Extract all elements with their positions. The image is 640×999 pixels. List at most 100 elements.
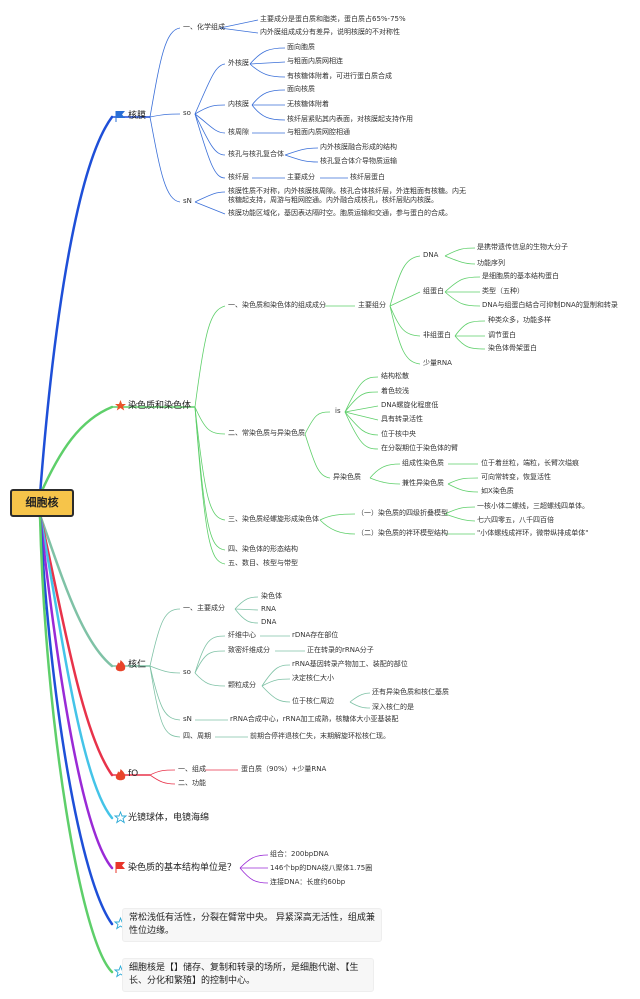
node-chem-2[interactable]: 内外膜组成成分有差异，说明核膜的不对称性 — [260, 28, 400, 36]
topic-nucleus-membrane[interactable]: 核膜 — [128, 111, 147, 121]
node-sn-1[interactable]: 核膜性质不对称，内外核膜核周隙。核孔合体核纤层，外连粗面有核糖。内无 — [228, 187, 466, 195]
node-lamina-1[interactable]: 主要成分 — [287, 173, 315, 181]
node-dna[interactable]: DNA — [423, 251, 439, 259]
node-loop-1[interactable]: "小体螺线成袢环，微带纵排成单体" — [477, 529, 589, 537]
node-fo-comp-1[interactable]: 蛋白质（90%）+少量RNA — [241, 765, 327, 773]
node-nucleolus-so[interactable]: so — [183, 668, 191, 676]
node-facultative[interactable]: 兼性异染色质 — [402, 479, 444, 487]
node-eu-5[interactable]: 位于核中央 — [381, 430, 416, 438]
topic-note-1[interactable]: 光镜球体，电镜海绵 — [128, 813, 210, 823]
node-nucleolus-cycle[interactable]: 四、周期 — [183, 732, 211, 740]
node-dense-fibrillar[interactable]: 致密纤维成分 — [228, 646, 270, 654]
node-chromatin-s4[interactable]: 四、染色体的形态结构 — [228, 545, 298, 553]
node-unit-2[interactable]: 146个bp的DNA绕八聚体1.75圈 — [270, 864, 373, 872]
node-nucleolus-components[interactable]: 一、主要成分 — [183, 604, 225, 612]
node-fc-1[interactable]: rDNA存在部位 — [292, 631, 339, 639]
node-facultative-2[interactable]: 如X染色质 — [481, 487, 514, 495]
node-sn-3[interactable]: 核膜功能区域化，基因表达隔时空。胞质运输和交通，参与蛋白的合成。 — [228, 209, 452, 217]
node-chromatin-s3[interactable]: 三、染色质经螺旋形成染色体 — [228, 515, 319, 523]
topic-chromatin[interactable]: 染色质和染色体 — [128, 401, 192, 411]
node-perinuclear-1[interactable]: 与粗面内质网腔相通 — [287, 128, 350, 136]
flag-icon — [115, 111, 125, 122]
node-dna-1[interactable]: 是携带遗传信息的生物大分子 — [477, 243, 568, 251]
node-inner-1[interactable]: 面向核质 — [287, 85, 315, 93]
node-nucleolus-sn-1[interactable]: rRNA合成中心，rRNA加工成熟，核糖体大小亚基装配 — [230, 715, 399, 723]
topic-nucleolus[interactable]: 核仁 — [128, 660, 147, 670]
node-eu-3[interactable]: DNA螺旋化程度低 — [381, 401, 439, 409]
node-chem-1[interactable]: 主要成分是蛋白质和脂类，蛋白质占65%-75% — [260, 15, 406, 23]
node-granular[interactable]: 颗粒成分 — [228, 681, 256, 689]
node-chromatin-s2[interactable]: 二、常染色质与异染色质 — [228, 429, 305, 437]
node-eu-4[interactable]: 具有转录活性 — [381, 415, 423, 423]
topic-structural-unit[interactable]: 染色质的基本结构单位是？ — [128, 863, 237, 873]
node-outer-1[interactable]: 面向胞质 — [287, 43, 315, 51]
node-gc-4[interactable]: 还有异染色质和核仁基质 — [372, 688, 449, 696]
node-nuclear-pore[interactable]: 核孔与核孔复合体 — [228, 150, 284, 158]
node-unit-3[interactable]: 连接DNA：长度约60bp — [270, 878, 346, 886]
node-nucleolus-comp-3[interactable]: DNA — [261, 618, 277, 626]
topic-note-2[interactable]: 常松浅低有活性，分裂在臂常中央。 异紧深高无活性，组成兼性位边缘。 — [122, 908, 382, 942]
node-gc-1[interactable]: rRNA基因转录产物加工、装配的部位 — [292, 660, 408, 668]
node-heterochromatin[interactable]: 异染色质 — [333, 473, 361, 481]
node-dfc-1[interactable]: 正在转录的rRNA分子 — [307, 646, 374, 654]
branch-note-2 — [38, 513, 114, 926]
node-nucleolus-comp-2[interactable]: RNA — [261, 605, 276, 613]
node-eu-1[interactable]: 结构松散 — [381, 372, 409, 380]
topic-note-3[interactable]: 细胞核是【】储存、复制和转录的场所，是细胞代谢、【生长、分化和繁殖】的控制中心。 — [122, 958, 374, 992]
node-chem-composition[interactable]: 一、化学组成 — [183, 23, 225, 31]
node-chromatin-s5[interactable]: 五、数目、核型与带型 — [228, 559, 298, 567]
node-fold-1[interactable]: 一核小体二螺线，三超螺线四单体。 — [477, 502, 589, 510]
node-fibrillar-center[interactable]: 纤维中心 — [228, 631, 256, 639]
node-outer-membrane[interactable]: 外核膜 — [228, 59, 249, 67]
node-pore-1[interactable]: 内外核膜融合形成的结构 — [320, 143, 397, 151]
node-perinuclear[interactable]: 核周隙 — [228, 128, 249, 136]
node-fold-model[interactable]: （一）染色质的四级折叠模型 — [357, 509, 448, 517]
node-constitutive-1[interactable]: 位于着丝粒，端粒，长臂次缢痕 — [481, 459, 579, 467]
node-histone-1[interactable]: 是细胞质的基本结构蛋白 — [482, 272, 559, 280]
node-nucleolus-comp-1[interactable]: 染色体 — [261, 592, 282, 600]
branch-nucleolus — [38, 513, 114, 668]
node-histone-3[interactable]: DNA与组蛋白结合可抑制DNA的复制和转录 — [482, 301, 618, 309]
node-outer-3[interactable]: 有核糖体附着，可进行蛋白质合成 — [287, 72, 392, 80]
node-gc-3[interactable]: 位于核仁周边 — [292, 697, 334, 705]
node-nonhistone[interactable]: 非组蛋白 — [423, 331, 451, 339]
node-gc-5[interactable]: 深入核仁的是 — [372, 703, 414, 711]
branch-note-3 — [38, 513, 114, 974]
node-gc-2[interactable]: 决定核仁大小 — [292, 674, 334, 682]
node-nonhistone-2[interactable]: 调节蛋白 — [488, 331, 516, 339]
node-fo-function[interactable]: 二、功能 — [178, 779, 206, 787]
node-main-components[interactable]: 主要组分 — [358, 301, 386, 309]
node-nonhistone-3[interactable]: 染色体骨架蛋白 — [488, 344, 537, 352]
node-lamina-2[interactable]: 核纤层蛋白 — [350, 173, 385, 181]
node-small-rna[interactable]: 少量RNA — [423, 359, 452, 367]
node-nucleolus-sn[interactable]: sN — [183, 715, 192, 723]
node-fo-composition[interactable]: 一、组成 — [178, 765, 206, 773]
node-constitutive[interactable]: 组成性染色质 — [402, 459, 444, 467]
node-inner-membrane[interactable]: 内核膜 — [228, 100, 249, 108]
node-so-structure[interactable]: so — [183, 109, 191, 117]
fire-icon — [115, 769, 126, 781]
node-loop-model[interactable]: （二）染色质的袢环模型结构 — [357, 529, 448, 537]
node-is-euchromatin[interactable]: is — [335, 407, 341, 415]
node-chromatin-s1[interactable]: 一、染色质和染色体的组成成分 — [228, 301, 326, 309]
node-nonhistone-1[interactable]: 种类众多，功能多样 — [488, 316, 551, 324]
node-sn-summary[interactable]: sN — [183, 197, 192, 205]
node-fold-2[interactable]: 七六四零五，八千四百倍 — [477, 516, 554, 524]
node-inner-3[interactable]: 核纤层紧贴其内表面，对核膜起支持作用 — [287, 115, 413, 123]
branch-nucleus-membrane — [38, 115, 114, 497]
node-pore-2[interactable]: 核孔复合体介导物质运输 — [320, 157, 397, 165]
node-facultative-1[interactable]: 可向常转变，恢复活性 — [481, 473, 551, 481]
topic-fo[interactable]: fO — [128, 769, 139, 779]
node-unit-1[interactable]: 组合：200bpDNA — [270, 850, 329, 858]
node-outer-2[interactable]: 与粗面内质网相连 — [287, 57, 343, 65]
node-histone[interactable]: 组蛋白 — [423, 287, 444, 295]
node-lamina[interactable]: 核纤层 — [228, 173, 249, 181]
node-dna-2[interactable]: 功能序列 — [477, 259, 505, 267]
node-eu-6[interactable]: 在分裂期位于染色体的臂 — [381, 444, 458, 452]
node-nucleolus-cycle-1[interactable]: 前期合停袢退核仁失，末期解旋环松核仁现。 — [250, 732, 390, 740]
root-node[interactable]: 细胞核 — [10, 489, 74, 517]
node-histone-2[interactable]: 类型（五种） — [482, 287, 524, 295]
node-eu-2[interactable]: 着色较浅 — [381, 387, 409, 395]
node-inner-2[interactable]: 无核糖体附着 — [287, 100, 329, 108]
node-sn-2[interactable]: 核糖起支持，周游与粗网腔通。内外融合成核孔，核纤层贴内核膜。 — [228, 196, 438, 204]
